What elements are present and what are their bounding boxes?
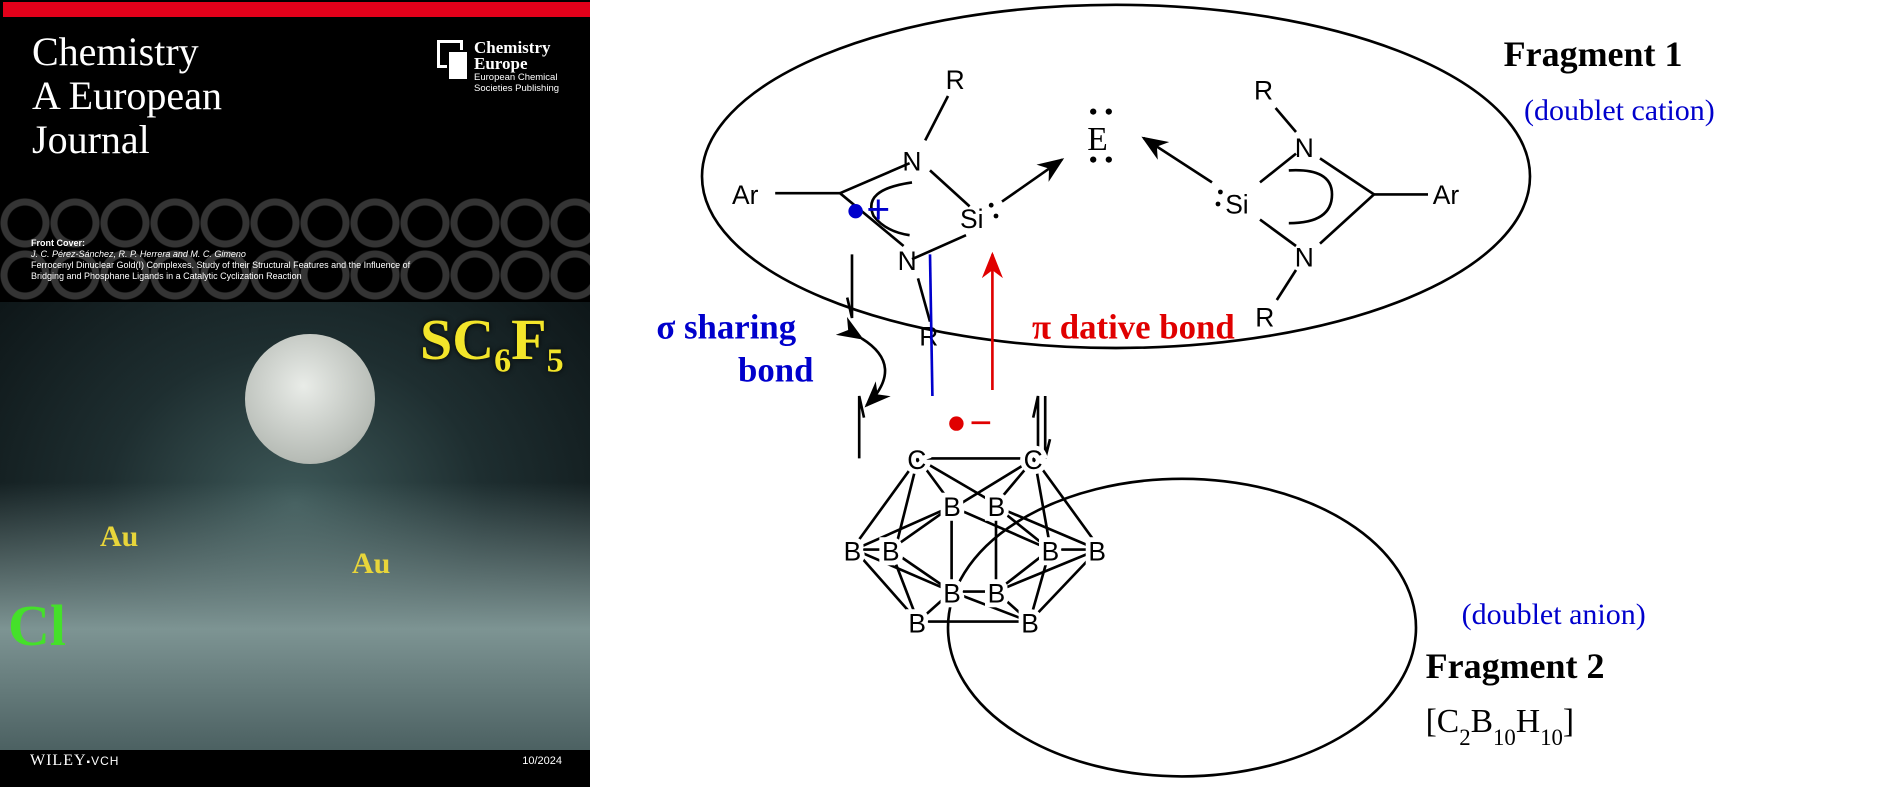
carborane-cage: C C B B B B B B B B B B (839, 440, 1111, 643)
atom-b: B (1088, 536, 1106, 566)
cover-artwork: SC6F5 Au Au Cl (0, 302, 590, 750)
spin-down-arrow (1043, 396, 1052, 459)
fragment2-subtitle: (doublet anion) (1462, 598, 1646, 631)
decorative-pattern (0, 198, 590, 302)
atom-ar: Ar (1433, 180, 1460, 210)
bond-arrows (835, 251, 1052, 459)
radical-dot-red (949, 416, 964, 431)
spin-up-arrow (1031, 395, 1040, 457)
fragment1-title: Fragment 1 (1504, 34, 1683, 74)
minus-charge: − (970, 402, 992, 445)
pi-label: π dative bond (1032, 307, 1235, 346)
fragment2-title: Fragment 2 (1426, 646, 1605, 686)
atom-c: C (1024, 445, 1043, 475)
atom-b: B (943, 578, 961, 608)
atom-b: B (908, 608, 926, 638)
sigma-label: bond (738, 351, 813, 390)
atom-si: Si (1225, 190, 1248, 220)
atom-r: R (1254, 76, 1273, 106)
atom-b: B (1042, 536, 1060, 566)
journal-title-line: A European (32, 73, 222, 118)
fog-image (0, 482, 590, 750)
atom-b: B (988, 578, 1006, 608)
plus-charge: + (866, 186, 890, 232)
left-amidinato-silylene: Ar N N R R Si (732, 65, 1065, 352)
chemistry-europe-logo-icon (447, 50, 469, 81)
exchange-arrow (835, 316, 891, 408)
publisher-logo-subtitle: European Chemical Societies Publishing (474, 72, 560, 94)
cover-authors: J. C. Pérez-Sánchez, R. P. Herrera and M… (31, 249, 246, 259)
atom-n: N (902, 146, 921, 176)
fragment2-ellipse (946, 477, 1418, 778)
atom-b: B (882, 536, 900, 566)
front-cover-label: Front Cover: (31, 238, 85, 248)
atom-c: C (907, 445, 926, 475)
spin-up-arrow (857, 395, 866, 459)
sigma-bond-line (928, 254, 934, 397)
atom-r: R (919, 322, 938, 352)
publisher-wiley: WILEY▪VCH (30, 752, 120, 769)
atom-r: R (946, 65, 965, 95)
journal-cover: Chemistry A European Journal Chemistry E… (0, 0, 590, 787)
journal-title-line: Journal (32, 117, 150, 162)
artwork-label-au: Au (352, 547, 391, 580)
right-amidinato-silylene: Si N N R R Ar (1141, 76, 1460, 332)
radical-dot-blue (848, 204, 863, 219)
central-atom-e: E (1087, 108, 1112, 163)
atom-r: R (1255, 302, 1274, 332)
artwork-label-au: Au (100, 520, 139, 553)
atom-e: E (1087, 121, 1108, 158)
fragment2-formula: [C2B10H10] (1426, 703, 1574, 750)
atom-b: B (844, 536, 862, 566)
artwork-label-cl: Cl (8, 593, 66, 658)
atom-si: Si (960, 204, 983, 234)
publisher-name: WILEY (30, 752, 87, 769)
moon-image (245, 334, 375, 464)
cover-article-title: Ferrocenyl Dinuclear Gold(I) Complexes. … (31, 260, 411, 281)
atom-b: B (1021, 608, 1039, 638)
cover-red-bar (3, 2, 590, 17)
sigma-label: σ sharing (656, 307, 796, 346)
journal-title-line: Chemistry (32, 29, 199, 74)
atom-b: B (943, 492, 961, 522)
issue-number: 10/2024 (522, 755, 562, 767)
publisher-logo-name: Chemistry Europe (474, 38, 551, 73)
fragment1-ellipse (700, 3, 1532, 350)
artwork-label-sc6f5: SC6F5 (420, 307, 564, 380)
publisher-suffix: VCH (91, 754, 120, 768)
atom-ar: Ar (732, 180, 759, 210)
front-cover-info: Front Cover: J. C. Pérez-Sánchez, R. P. … (31, 238, 431, 282)
atom-n: N (1295, 133, 1314, 163)
fragment1-subtitle: (doublet cation) (1524, 94, 1715, 127)
atom-n: N (1295, 242, 1314, 272)
atom-b: B (988, 492, 1006, 522)
atom-n: N (898, 246, 917, 276)
